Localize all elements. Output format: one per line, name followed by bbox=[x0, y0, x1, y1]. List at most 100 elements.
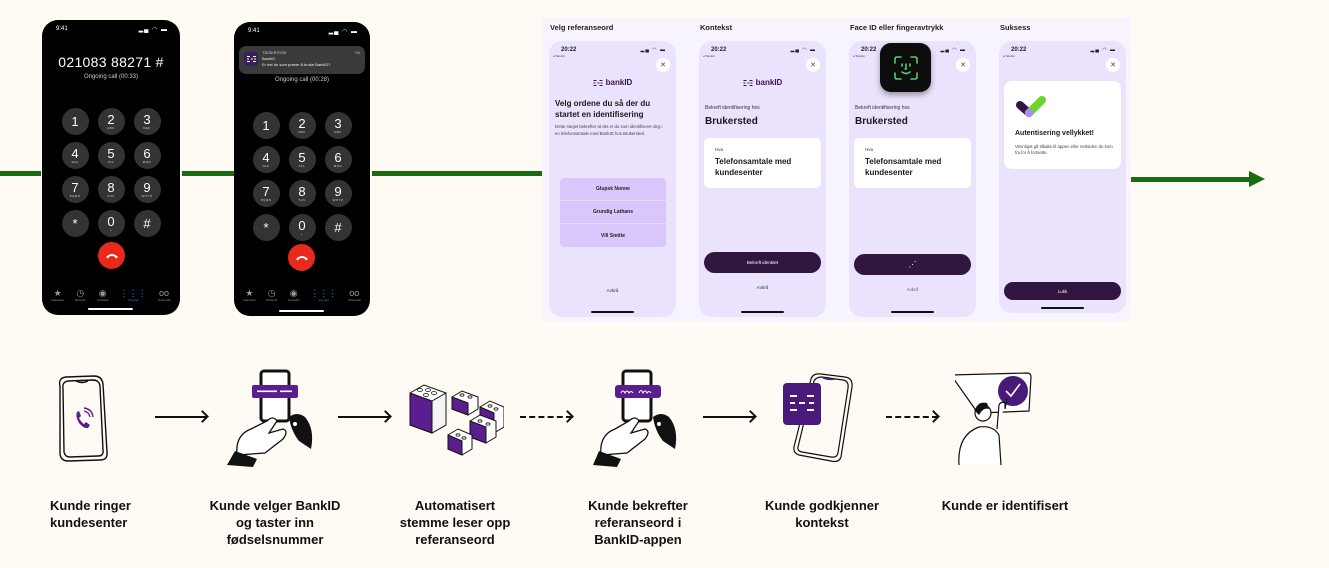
bankid-logo-icon bbox=[593, 79, 603, 86]
end-call-icon bbox=[295, 256, 308, 261]
bankid-notification[interactable]: TIDSKRITISK BankID Er det du som prøver … bbox=[239, 46, 365, 74]
flow-arrowhead bbox=[1249, 171, 1265, 187]
key-digit: * bbox=[72, 215, 78, 231]
keypad-key[interactable]: 1 bbox=[252, 112, 280, 139]
reference-word-option[interactable]: Vill Smitte bbox=[600, 232, 626, 239]
bankid-logo: bankID bbox=[549, 78, 676, 87]
key-letters: DEF bbox=[143, 126, 151, 130]
close-button[interactable]: ✕ bbox=[956, 58, 970, 72]
tab-favorites[interactable]: ★Favorites bbox=[51, 288, 63, 302]
bankid-app-phone-icon bbox=[783, 373, 853, 463]
flow-arrow-dashed bbox=[886, 416, 938, 418]
key-letters: GHI bbox=[262, 164, 270, 168]
key-digit: 9 bbox=[143, 180, 151, 195]
bankid-app-icon bbox=[244, 52, 258, 66]
keypad-key[interactable]: 1 bbox=[61, 108, 89, 135]
hand-confirm-phone-icon bbox=[593, 369, 677, 467]
cancel-button[interactable]: Avbrå bbox=[906, 287, 919, 292]
keypad-key[interactable]: # bbox=[324, 214, 352, 241]
cancel-button[interactable]: Avbrå bbox=[606, 288, 619, 293]
step-heading: Velg ordene du så der du startet en iden… bbox=[555, 99, 651, 119]
phone-dialer-2: 9:41 ▂▄ ◠ ▬ TIDSKRITISK BankID Er det du… bbox=[234, 22, 370, 316]
tab-favorites[interactable]: ★Favorites bbox=[243, 288, 255, 302]
tab-contacts[interactable]: ◉Contacts bbox=[288, 288, 300, 302]
tab-recents[interactable]: ◷Recents bbox=[75, 288, 86, 302]
end-call-button[interactable] bbox=[288, 244, 315, 271]
contact-icon: ◉ bbox=[98, 288, 107, 298]
arrowhead bbox=[196, 410, 209, 423]
close-button[interactable]: ✕ bbox=[656, 58, 670, 72]
back-to-phone-link[interactable]: ◂ Telefon bbox=[553, 54, 565, 58]
key-digit: 5 bbox=[107, 146, 115, 161]
tab-recents[interactable]: ◷Recents bbox=[266, 288, 277, 302]
arrowhead bbox=[744, 410, 757, 423]
bankid-step-context: Kontekst 20:22 ◂ Telefon ▂▄ ◠ ▬ ✕ bankID… bbox=[692, 18, 842, 321]
flow-arrow-dashed bbox=[520, 416, 572, 418]
confirm-identity-button[interactable]: Bekreft identitet bbox=[704, 252, 821, 273]
key-digit: 1 bbox=[262, 117, 270, 133]
keypad-key[interactable]: # bbox=[133, 210, 161, 237]
what-value: Telefonsamtale med kundesenter bbox=[865, 157, 942, 177]
tab-label: Recents bbox=[74, 298, 86, 302]
close-button[interactable]: ✕ bbox=[1106, 58, 1120, 72]
key-digit: 8 bbox=[298, 184, 306, 199]
step-description: Dette steget bekrefter at det er du som … bbox=[555, 124, 663, 136]
keypad-key[interactable]: * bbox=[61, 210, 89, 237]
tab-label: Voicemail bbox=[157, 298, 171, 302]
back-to-phone-link[interactable]: ◂ Telefon bbox=[703, 54, 715, 58]
context-card: Hva Telefonsamtale med kundesenter bbox=[704, 138, 821, 188]
signal-wifi-battery-icon: ▂▄ ◠ ▬ bbox=[1090, 47, 1116, 53]
building-blocks-icon bbox=[409, 384, 504, 456]
reference-word-option[interactable]: Grundig Lathans bbox=[560, 201, 666, 224]
back-to-phone-link[interactable]: ◂ Telefon bbox=[1003, 54, 1015, 58]
keypad-key[interactable]: 0+ bbox=[97, 210, 125, 237]
back-to-phone-link[interactable]: ◂ Telefon bbox=[853, 54, 865, 58]
key-letters: MNO bbox=[142, 160, 152, 164]
what-label: Hva bbox=[715, 147, 724, 152]
keypad-key[interactable]: 0+ bbox=[288, 214, 316, 241]
close-button[interactable]: ✕ bbox=[806, 58, 820, 72]
success-check-icon bbox=[1016, 96, 1046, 118]
status-bar: 9:41 ▂▄ ◠ ▬ bbox=[56, 26, 168, 33]
step-title: Kontekst bbox=[700, 23, 733, 32]
key-digit: 3 bbox=[143, 112, 151, 127]
context-card: Hva Telefonsamtale med kundesenter bbox=[854, 138, 971, 188]
cancel-button[interactable]: Avbrå bbox=[756, 285, 769, 290]
phone-dialer-1: 9:41 ▂▄ ◠ ▬ 021083 88271 # Ongoing call … bbox=[42, 20, 180, 315]
close-app-button[interactable]: Lukk bbox=[1004, 282, 1121, 300]
key-digit: 4 bbox=[262, 150, 270, 165]
home-indicator bbox=[279, 310, 324, 312]
key-letters: WXYZ bbox=[332, 198, 344, 202]
reference-word-option[interactable]: Glupsk Nonne bbox=[560, 178, 666, 201]
key-letters: + bbox=[300, 232, 304, 236]
tab-keypad[interactable]: ⋮⋮⋮Keypad bbox=[120, 288, 147, 302]
keypad-icon: ⋮⋮⋮ bbox=[310, 288, 338, 298]
phone-call-icon bbox=[58, 375, 108, 462]
keypad-key[interactable]: * bbox=[252, 214, 280, 241]
signal-wifi-battery-icon: ▂▄ ◠ ▬ bbox=[790, 47, 816, 53]
key-letters: JKL bbox=[298, 164, 306, 168]
tab-keypad[interactable]: ⋮⋮⋮Keypad bbox=[310, 288, 337, 302]
provider-name: Brukersted bbox=[705, 116, 758, 127]
tab-contacts[interactable]: ◉Contacts bbox=[97, 288, 109, 302]
end-call-button[interactable] bbox=[98, 242, 125, 269]
